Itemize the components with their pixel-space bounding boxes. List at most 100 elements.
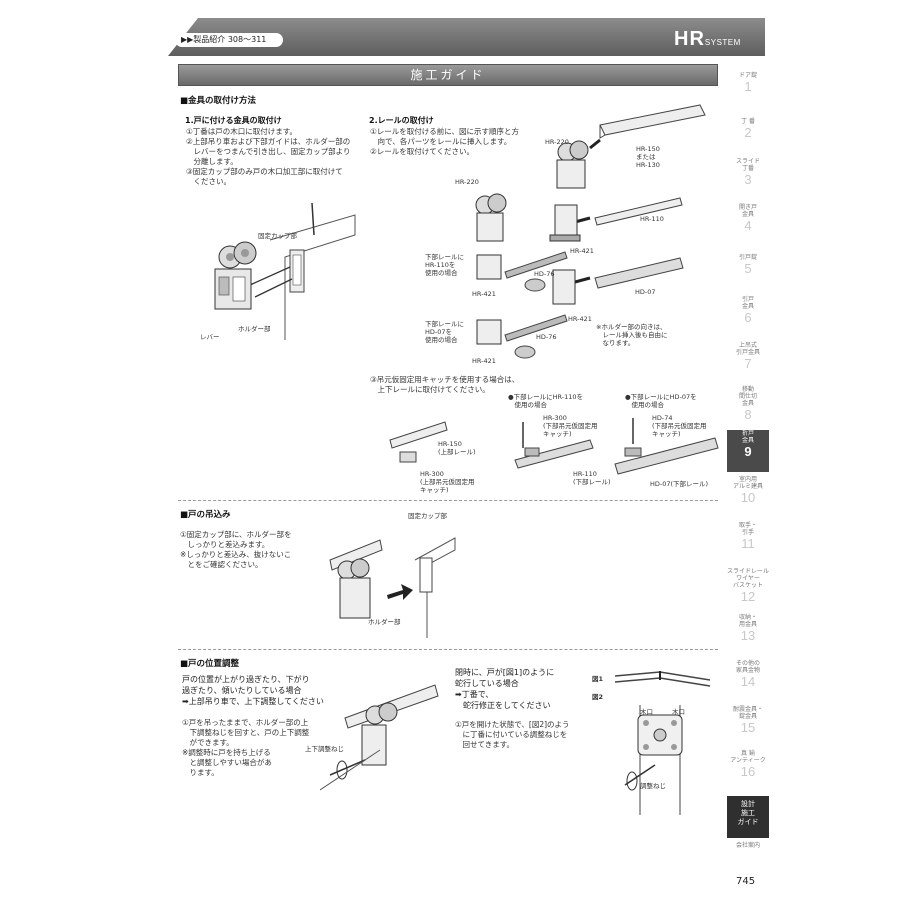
hang-heading: ■戸の吊込み xyxy=(180,510,231,520)
label-hr421-d: HR-421 xyxy=(472,357,496,365)
fig2-diagram xyxy=(624,705,683,815)
label-lever: レバー xyxy=(200,333,220,341)
sidebar-label: 移動 間仕切 金具 xyxy=(738,386,757,407)
install-heading: ■金具の取付け方法 xyxy=(180,96,257,106)
sidebar-label: 耐震金具・ 錠金具 xyxy=(732,706,763,720)
sidebar-num: 16 xyxy=(740,764,756,779)
part2-step3: ③吊元仮固定用キャッチを使用する場合は、 上下レールに取付けてください。 xyxy=(370,375,520,394)
rail-assembly-figure xyxy=(475,104,706,359)
sidebar-num: 1 xyxy=(744,79,752,94)
label-hr110: HR-110 xyxy=(640,215,664,223)
sidebar-label: 上吊式 引戸金具 xyxy=(735,342,760,356)
label-hr150: HR-150 または HR-130 xyxy=(636,145,660,169)
sidebar-label: 設計 施工 ガイド xyxy=(737,800,759,826)
sidebar-item-company[interactable]: 会社案内 xyxy=(727,842,769,856)
sidebar-label: ドア錠 xyxy=(738,72,757,79)
section-divider-2 xyxy=(178,649,718,650)
label-kiguchi-b: 木口 xyxy=(672,708,685,716)
label-lower-110: 下部レールに HR-110を 使用の場合 xyxy=(425,253,464,277)
sidebar-label: 丁 番 xyxy=(741,118,755,125)
sidebar-num: 14 xyxy=(740,674,756,689)
sidebar-num: 4 xyxy=(744,218,752,233)
label-adjust-screw: 上下調整ねじ xyxy=(305,745,344,753)
sidebar-num: 6 xyxy=(744,310,752,325)
adjust-steps2: ①戸を開けた状態で、[図2]のよう に丁番に付いている調整ねじを 回せてきます。 xyxy=(455,720,570,749)
label-hd76-a: HD-76 xyxy=(534,270,555,278)
brand-name: HR xyxy=(674,28,705,50)
part1-title: 1.戸に付ける金具の取付け xyxy=(185,116,282,125)
door-fitting-figure xyxy=(214,202,356,340)
label-adjscrew: 調整ねじ xyxy=(640,782,666,790)
sidebar-label: 折戸 金具 xyxy=(741,430,754,444)
catch-case-07: ●下部レールにHD-07を 使用の場合 xyxy=(625,393,697,409)
product-link[interactable]: ▶▶製品紹介 308～311 xyxy=(175,33,283,47)
label-cup: 固定カップ部 xyxy=(258,232,297,240)
adjust-figure-1 xyxy=(320,684,439,791)
label-holder: ホルダー部 xyxy=(238,325,271,333)
catch-case-110: ●下部レールにHR-110を 使用の場合 xyxy=(508,393,584,409)
sidebar-item-guide[interactable]: 設計 施工 ガイド xyxy=(727,796,769,838)
sidebar-num: 3 xyxy=(744,172,752,187)
sidebar-num: 12 xyxy=(740,589,756,604)
page-number: 745 xyxy=(736,876,756,887)
sidebar-label: 会社案内 xyxy=(735,842,760,849)
hang-figure xyxy=(329,537,456,638)
holder-note: ※ホルダー部の向きは、 レール挿入後も自由に なります。 xyxy=(596,323,668,347)
adjust-steps1: ①戸を吊ったままで、ホルダー部の上 下調整ねじを回すと、戸の上下調整 ができます… xyxy=(182,718,310,777)
sidebar-num: 13 xyxy=(740,628,756,643)
catch-hd07: HD-07(下部レール) xyxy=(650,480,709,488)
sidebar-num: 7 xyxy=(744,356,752,371)
sidebar-label: その他の 家具金物 xyxy=(735,660,760,674)
label-hd76-b: HD-76 xyxy=(536,333,557,341)
sidebar-num: 9 xyxy=(744,444,752,459)
hang-label-holder: ホルダー部 xyxy=(368,618,401,626)
sidebar-label: 室内用 アルミ建具 xyxy=(733,476,763,490)
part2-title: 2.レールの取付け xyxy=(369,116,434,125)
sidebar-label: スライド 丁番 xyxy=(735,158,760,172)
label-hr220-b: HR-220 xyxy=(455,178,479,186)
label-hr220-a: HR-220 xyxy=(545,138,569,146)
sidebar-num: 10 xyxy=(740,490,756,505)
part2-steps: ①レールを取付ける前に、図に示す順序と方 向で、各パーツをレールに挿入します。 … xyxy=(370,127,519,156)
sidebar-num: 11 xyxy=(741,536,755,551)
section-divider-1 xyxy=(178,500,718,501)
label-hr421-c: HR-421 xyxy=(568,315,592,323)
catch-hd74: HD-74 (下部吊元仮固定用 キャッチ) xyxy=(652,414,707,438)
label-hd07: HD-07 xyxy=(635,288,656,296)
brand-sub: SYSTEM xyxy=(704,38,741,47)
label-hr421-a: HR-421 xyxy=(570,247,594,255)
label-lower-07: 下部レールに HD-07を 使用の場合 xyxy=(425,320,464,344)
catch-hr300-a: HR-300 (上部吊元仮固定用 キャッチ) xyxy=(420,470,475,494)
sidebar-label: スライドレール ワイヤー バスケット xyxy=(727,568,770,589)
sidebar-label: 引戸錠 xyxy=(738,254,757,261)
fig1-diagram xyxy=(614,671,711,687)
sidebar-label: 開き戸 金具 xyxy=(738,204,757,218)
sidebar-label: 取手・ 引手 xyxy=(738,522,757,536)
label-kiguchi-a: 木口 xyxy=(640,708,653,716)
adjust-case1: 戸の位置が上がり過ぎたり、下がり 過ぎたり、傾いたりしている場合 ➡上部吊り車で… xyxy=(182,675,324,706)
catch-hr150: HR-150 (上部レール) xyxy=(438,440,476,456)
brand-logo: HRSYSTEM xyxy=(674,28,741,51)
sidebar-num: 8 xyxy=(744,407,752,422)
hang-steps: ①固定カップ部に、ホルダー部を しっかりと差込みます。 ※しっかりと差込み、抜け… xyxy=(180,530,292,569)
hang-label-cup: 固定カップ部 xyxy=(408,512,447,520)
label-hr421-b: HR-421 xyxy=(472,290,496,298)
sidebar-label: 引戸 金具 xyxy=(741,296,754,310)
sidebar-label: 真 鍮 アンティーク xyxy=(730,750,766,764)
